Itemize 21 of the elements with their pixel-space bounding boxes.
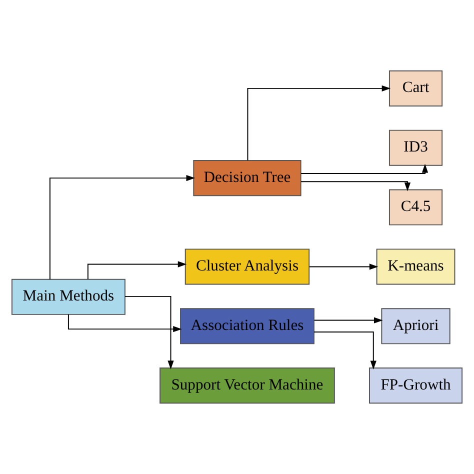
node-box: Apriori [381, 308, 450, 344]
node-box: Main Methods [11, 278, 126, 315]
arrow [124, 296, 174, 370]
node-box: ID3 [388, 130, 443, 166]
node-box: Association Rules [180, 308, 314, 344]
node-box: Cart [388, 70, 443, 106]
arrow [314, 332, 376, 370]
node-box: C4.5 [388, 189, 443, 226]
node-box: Support Vector Machine [160, 368, 335, 404]
arrow [87, 261, 187, 280]
arrow [309, 264, 378, 270]
arrow [300, 181, 411, 192]
arrow [68, 314, 182, 332]
arrow [314, 317, 383, 324]
arrow [49, 174, 196, 280]
node-box: K-means [376, 248, 456, 285]
arrow [300, 164, 428, 174]
arrow [247, 85, 391, 161]
node-box: Cluster Analysis [184, 248, 310, 285]
node-box: FP-Growth [369, 368, 463, 404]
node-box: Decision Tree [193, 160, 302, 196]
